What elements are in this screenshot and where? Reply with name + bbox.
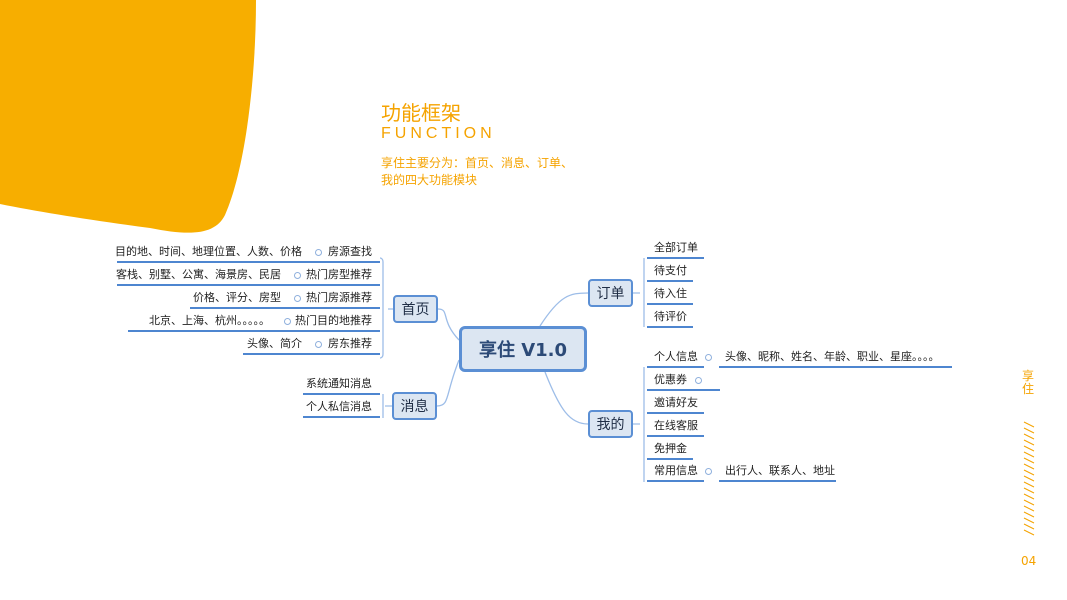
underline	[647, 435, 704, 437]
underline	[647, 326, 693, 328]
desc-line: 我的四大功能模块	[381, 173, 478, 187]
node-messages[interactable]: 消息	[392, 392, 437, 420]
underline	[719, 480, 836, 482]
underline	[647, 412, 704, 414]
collapse-icon[interactable]	[315, 341, 322, 348]
collapse-icon[interactable]	[294, 295, 301, 302]
node-orders[interactable]: 订单	[588, 279, 633, 307]
mine-item[interactable]: 在线客服	[654, 419, 698, 432]
orange-blob-shape	[0, 0, 256, 233]
home-item-label[interactable]: 房源查找	[328, 245, 372, 258]
home-item-detail: 价格、评分、房型	[193, 291, 281, 304]
collapse-icon[interactable]	[294, 272, 301, 279]
orders-item[interactable]: 待评价	[654, 310, 687, 323]
side-brand: 享住	[1022, 369, 1035, 396]
underline	[647, 280, 693, 282]
orders-item[interactable]: 待支付	[654, 264, 687, 277]
underline	[303, 393, 380, 395]
underline	[117, 284, 380, 286]
home-item-detail: 头像、简介	[247, 337, 302, 350]
collapse-icon[interactable]	[284, 318, 291, 325]
underline	[243, 353, 380, 355]
hatch-lines	[1023, 421, 1035, 536]
underline	[719, 366, 952, 368]
collapse-icon[interactable]	[695, 377, 702, 384]
node-home[interactable]: 首页	[393, 295, 438, 323]
page-number: 04	[1021, 554, 1037, 568]
underline	[303, 416, 380, 418]
underline	[647, 389, 720, 391]
home-item-label[interactable]: 热门房型推荐	[306, 268, 372, 281]
page-description: 享住主要分为：首页、消息、订单、我的四大功能模块	[381, 155, 573, 189]
mine-item[interactable]: 免押金	[654, 442, 687, 455]
orders-item[interactable]: 待入住	[654, 287, 687, 300]
page-subtitle: FUNCTION	[381, 125, 496, 142]
page-title: 功能框架	[381, 101, 461, 125]
mine-item[interactable]: 邀请好友	[654, 396, 698, 409]
mine-item[interactable]: 常用信息	[654, 464, 698, 477]
desc-line: 享住主要分为：首页、消息、订单、	[381, 156, 574, 170]
messages-item[interactable]: 个人私信消息	[306, 400, 372, 413]
mine-item-detail: 出行人、联系人、地址	[725, 464, 835, 477]
underline	[117, 261, 380, 263]
home-item-detail: 北京、上海、杭州。。。。。	[149, 314, 270, 327]
underline	[647, 480, 704, 482]
mine-item[interactable]: 个人信息	[654, 350, 698, 363]
underline	[647, 458, 693, 460]
node-mine[interactable]: 我的	[588, 410, 633, 438]
collapse-icon[interactable]	[705, 354, 712, 361]
underline	[647, 366, 704, 368]
messages-item[interactable]: 系统通知消息	[306, 377, 372, 390]
underline	[647, 257, 704, 259]
underline	[647, 303, 693, 305]
collapse-icon[interactable]	[705, 468, 712, 475]
mine-item-detail: 头像、昵称、姓名、年龄、职业、星座。。。。	[725, 350, 940, 363]
mine-item[interactable]: 优惠券	[654, 373, 687, 386]
home-item-label[interactable]: 热门房源推荐	[306, 291, 372, 304]
underline	[128, 330, 380, 332]
home-item-label[interactable]: 房东推荐	[328, 337, 372, 350]
home-item-label[interactable]: 热门目的地推荐	[295, 314, 372, 327]
home-item-detail: 目的地、时间、地理位置、人数、价格	[115, 245, 302, 258]
home-item-detail: 客栈、别墅、公寓、海景房、民居	[116, 268, 281, 281]
collapse-icon[interactable]	[315, 249, 322, 256]
underline	[190, 307, 380, 309]
root-node[interactable]: 享住 V1.0	[459, 326, 587, 372]
orders-item[interactable]: 全部订单	[654, 241, 698, 254]
connector-lines	[379, 257, 645, 482]
